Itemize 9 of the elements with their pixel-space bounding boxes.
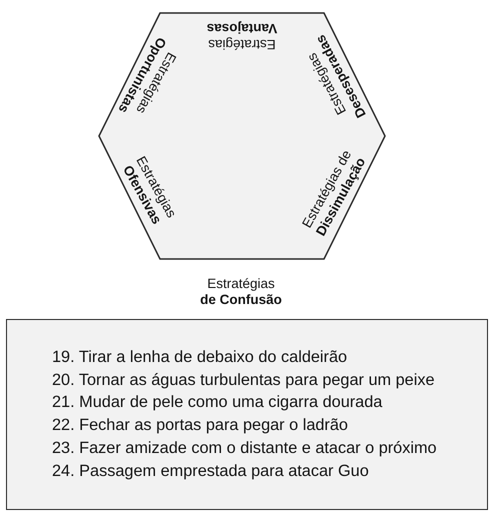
list-item: 23. Fazer amizade com o distante e atacar o próximo: [52, 438, 438, 459]
category-label: Estratégias Vantajosas: [206, 20, 278, 52]
list-item: 24. Passagem emprestada para atacar Guo: [52, 460, 370, 482]
list-panel: [6, 319, 488, 510]
list-item: 22. Fechar as portas para pegar o ladrão: [52, 415, 349, 436]
list-item: 20. Tornar as águas turbulentas para pegar um peixe: [52, 370, 436, 391]
list-item: 19. Tirar a lenha de debaixo do caldeirão: [52, 347, 348, 368]
category-label: Estratégias de Confusão: [200, 276, 282, 308]
list-item: 21. Mudar de pele como uma cigarra dourada: [52, 392, 384, 414]
